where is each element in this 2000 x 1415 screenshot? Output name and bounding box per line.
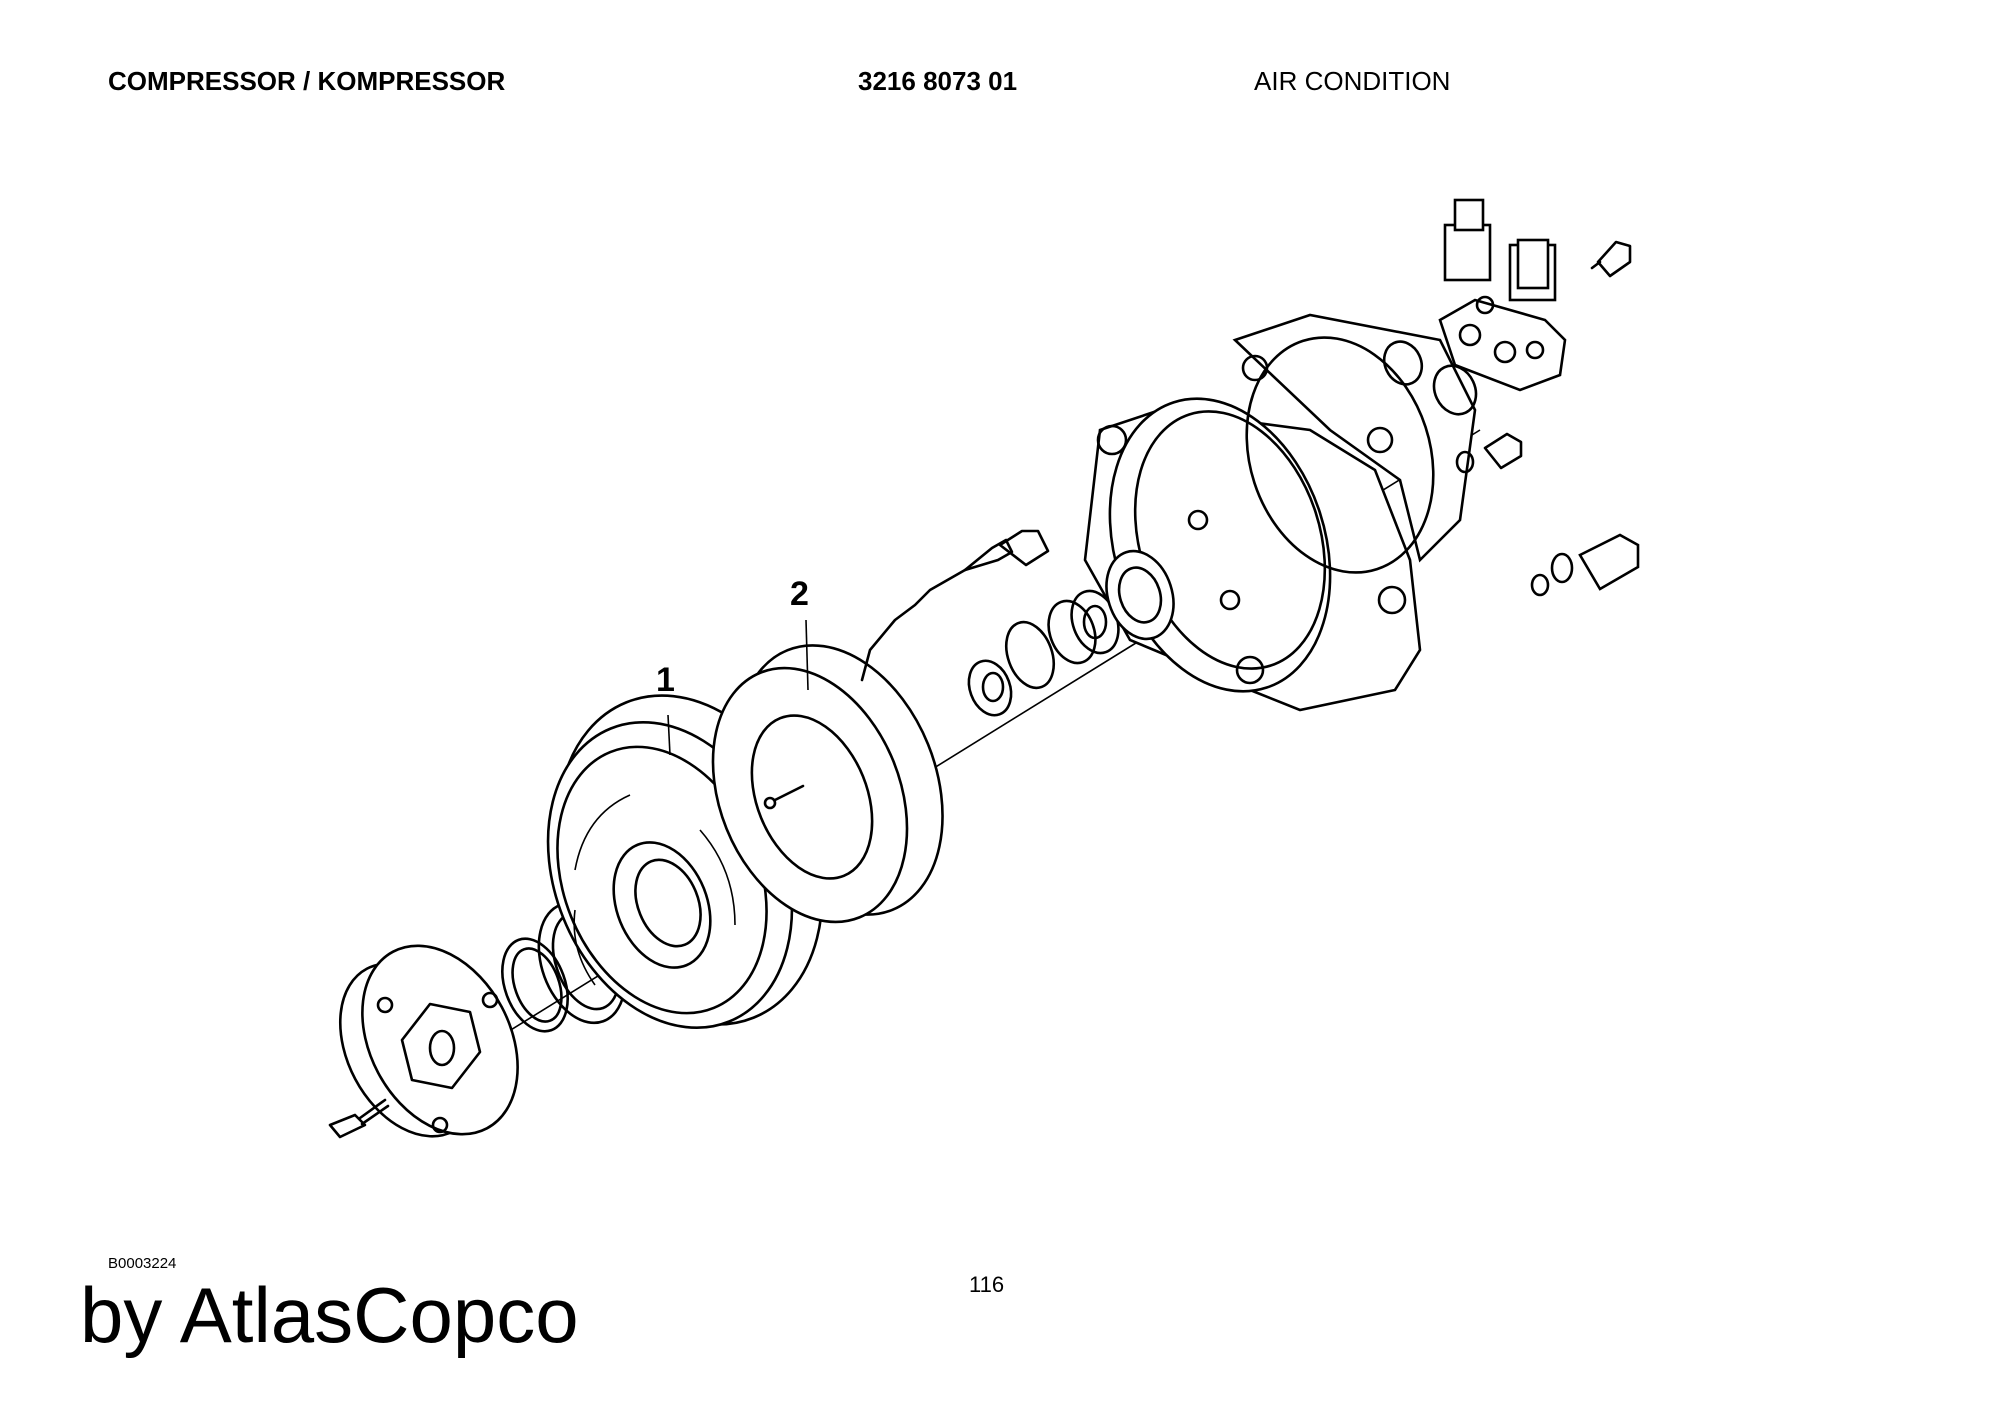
compressor-body	[1083, 313, 1477, 712]
shaft-nut	[967, 659, 1013, 717]
page-title: COMPRESSOR / KOMPRESSOR	[108, 66, 506, 96]
part-number: 3216 8073 01	[858, 66, 1018, 96]
retaining-ring	[1004, 620, 1056, 690]
callout-item-2: 2	[790, 575, 809, 613]
pressure-switch	[1530, 533, 1640, 597]
callout-item-1: 1	[656, 661, 675, 699]
manifold-fitting	[1438, 198, 1567, 392]
snap-ring	[501, 937, 569, 1033]
clutch-hub-plate	[338, 944, 519, 1138]
hub-bolt	[328, 1098, 390, 1139]
relief-valve	[1455, 432, 1523, 474]
section-title: AIR CONDITION	[1254, 66, 1451, 96]
brand-label: by AtlasCopco	[80, 1271, 579, 1359]
document-id: B0003224	[108, 1255, 177, 1272]
page-number: 116	[969, 1272, 1005, 1297]
o-ring-lower	[1432, 364, 1478, 416]
o-ring-upper	[1382, 340, 1424, 386]
clutch-coil	[711, 529, 1050, 924]
leader-line-1	[667, 714, 671, 756]
leader-line-2	[805, 619, 809, 691]
manifold-bolt	[1590, 240, 1632, 278]
